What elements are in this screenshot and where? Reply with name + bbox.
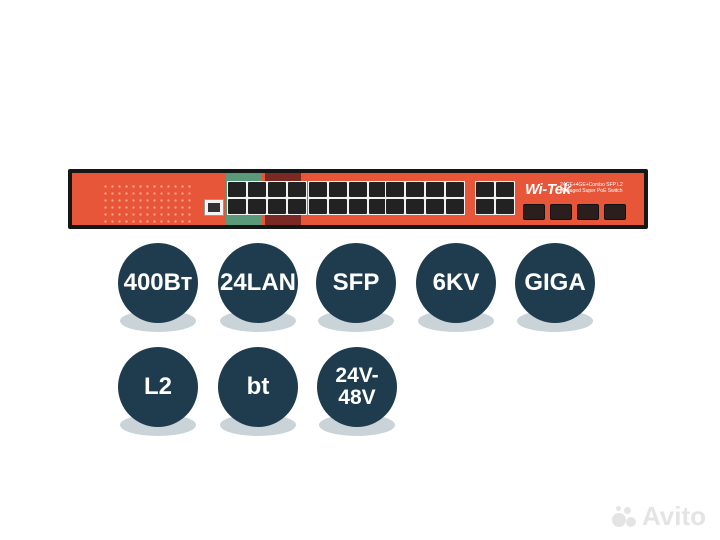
sfp-slot xyxy=(523,204,545,220)
rj45-port xyxy=(329,182,347,197)
feature-badge: 24V- 48V xyxy=(317,347,397,427)
rj45-port xyxy=(426,199,444,214)
port-group-4 xyxy=(475,181,515,215)
rj45-port xyxy=(406,199,424,214)
model-label: 24GE+4GE+Combo SFP L2 Managed Super PoE … xyxy=(560,182,623,194)
port-group-2 xyxy=(308,181,388,215)
rj45-port xyxy=(309,182,327,197)
rj45-port xyxy=(349,182,367,197)
rj45-port xyxy=(406,182,424,197)
rj45-port xyxy=(496,199,514,214)
rj45-port xyxy=(268,182,286,197)
led-indicator-panel xyxy=(102,183,192,223)
rj45-port xyxy=(496,182,514,197)
rj45-port xyxy=(386,199,404,214)
rj45-port xyxy=(309,199,327,214)
rj45-port xyxy=(446,182,464,197)
rj45-port xyxy=(268,199,286,214)
feature-badge: 24LAN xyxy=(218,243,298,323)
rj45-port xyxy=(369,199,387,214)
rj45-port xyxy=(288,182,306,197)
rj45-port xyxy=(369,182,387,197)
feature-badge: 400Вт xyxy=(118,243,198,323)
rj45-port xyxy=(329,199,347,214)
port-group-3 xyxy=(385,181,465,215)
avito-watermark: Avito xyxy=(612,501,706,532)
feature-badge: L2 xyxy=(118,347,198,427)
switch-front-panel: Wi-Tek 24GE+4GE+Combo SFP L2 Managed Sup… xyxy=(72,173,644,225)
feature-badge: GIGA xyxy=(515,243,595,323)
rj45-port xyxy=(446,199,464,214)
rj45-port xyxy=(248,182,266,197)
console-port xyxy=(204,199,224,216)
rj45-port xyxy=(228,199,246,214)
avito-text: Avito xyxy=(642,501,707,531)
feature-badge: 6KV xyxy=(416,243,496,323)
rj45-port xyxy=(386,182,404,197)
rj45-port xyxy=(228,182,246,197)
rj45-port xyxy=(476,199,494,214)
sfp-slot xyxy=(604,204,626,220)
avito-logo-icon xyxy=(612,505,638,529)
rj45-port xyxy=(288,199,306,214)
feature-badge: SFP xyxy=(316,243,396,323)
network-switch-image: Wi-Tek 24GE+4GE+Combo SFP L2 Managed Sup… xyxy=(68,169,648,229)
rj45-port xyxy=(349,199,367,214)
sfp-slot xyxy=(577,204,599,220)
brand-logo: Wi-Tek xyxy=(525,181,571,198)
sfp-slot xyxy=(550,204,572,220)
port-group-1 xyxy=(227,181,307,215)
rj45-port xyxy=(248,199,266,214)
rj45-port xyxy=(476,182,494,197)
rj45-port xyxy=(426,182,444,197)
feature-badge: bt xyxy=(218,347,298,427)
